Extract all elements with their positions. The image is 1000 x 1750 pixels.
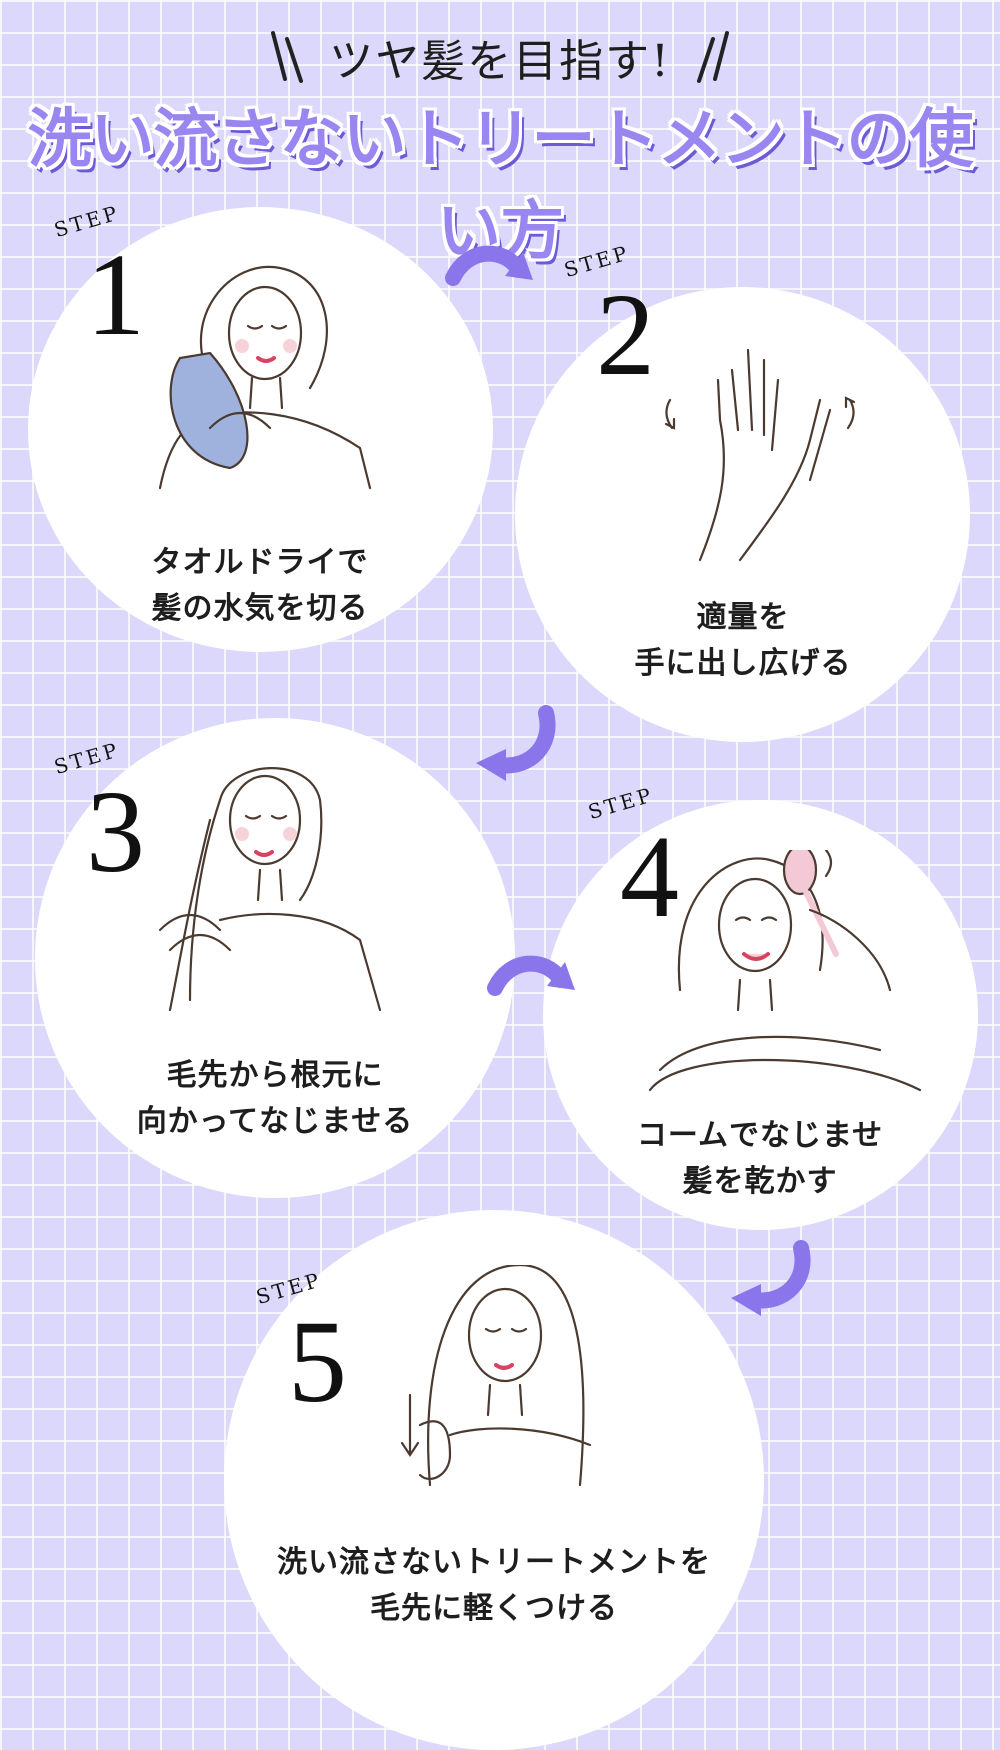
step-3-circle — [35, 718, 515, 1198]
step-5-caption: 洗い流さないトリートメントを 毛先に軽くつける — [244, 1540, 744, 1632]
left-emphasis-lines-icon — [271, 31, 304, 83]
caption-line-2: 向かってなじませる — [136, 1104, 414, 1139]
step-number: 4 — [620, 811, 679, 942]
caption-line-2: 手に出し広げる — [634, 646, 852, 681]
caption-line-1: タオルドライで — [151, 545, 369, 580]
hands-rubbing-icon — [660, 340, 860, 570]
arrow-1-to-2-icon — [445, 245, 533, 286]
caption-line-1: 毛先から根元に — [166, 1058, 384, 1093]
arrow-4-to-5-icon — [731, 1240, 811, 1316]
woman-smoothing-hair-ends-icon — [390, 1265, 630, 1525]
arrow-3-to-4-icon — [487, 955, 575, 996]
step-number: 1 — [86, 229, 145, 360]
caption-line-1: コームでなじませ — [636, 1118, 884, 1153]
right-emphasis-lines-icon — [696, 31, 729, 83]
woman-applying-treatment-icon — [150, 760, 400, 1020]
step-2-circle — [515, 287, 970, 742]
arrow-2-to-3-icon — [476, 705, 556, 781]
caption-line-2: 髪を乾かす — [682, 1164, 838, 1199]
step-1-caption: タオルドライで 髪の水気を切る — [60, 540, 460, 632]
step-5-badge: STEP 5 — [253, 1267, 380, 1435]
step-2-caption: 適量を 手に出し広げる — [543, 595, 943, 687]
step-number: 3 — [86, 766, 145, 897]
caption-line-2: 髪の水気を切る — [151, 591, 369, 626]
step-3-badge: STEP 3 — [51, 737, 178, 905]
header-subtitle: ツヤ髪を目指す! — [0, 22, 1000, 92]
subtitle-text: ツヤ髪を目指す! — [329, 36, 671, 87]
step-4-circle — [543, 800, 978, 1230]
page-title: 洗い流さないトリートメントの使い方 — [27, 103, 974, 269]
step-number: 5 — [288, 1296, 347, 1427]
step-4-caption: コームでなじませ 髪を乾かす — [560, 1113, 960, 1205]
caption-line-1: 適量を — [696, 600, 790, 635]
step-1-circle — [28, 207, 493, 652]
step-1-badge: STEP 1 — [51, 200, 178, 368]
step-4-badge: STEP 4 — [585, 782, 712, 950]
woman-towel-drying-hair-icon — [140, 258, 390, 498]
step-3-caption: 毛先から根元に 向かってなじませる — [75, 1053, 475, 1145]
step-number: 2 — [596, 269, 655, 400]
caption-line-1: 洗い流さないトリートメントを — [277, 1545, 711, 1580]
caption-line-2: 毛先に軽くつける — [370, 1591, 618, 1626]
step-5-circle — [224, 1210, 764, 1750]
woman-brushing-hair-icon — [640, 850, 940, 1100]
step-2-badge: STEP 2 — [561, 240, 688, 408]
